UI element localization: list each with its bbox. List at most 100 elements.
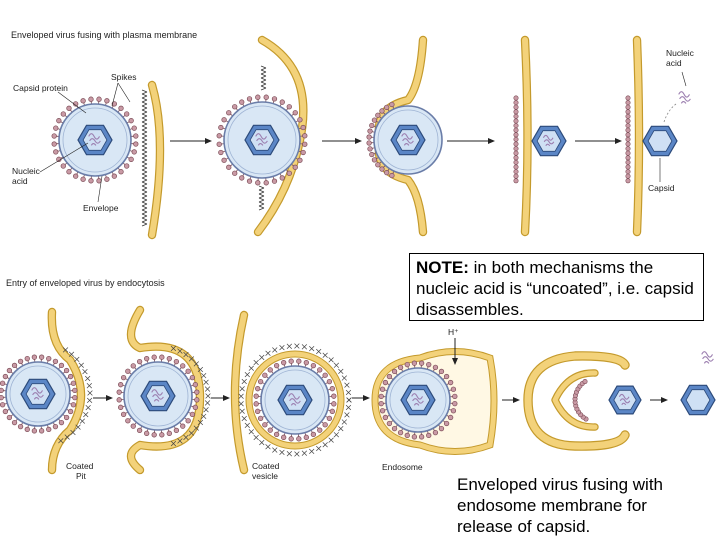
top-virus-3-spike-head bbox=[367, 146, 373, 152]
top-virus-1-spike-head bbox=[111, 173, 117, 179]
bottom-coat-3-clathrin bbox=[341, 419, 347, 425]
bottom-virus-1-spike-head bbox=[38, 354, 45, 360]
top-membrane-1-receptors-tick bbox=[141, 109, 148, 115]
bottom-virus-2-spike-head bbox=[159, 432, 165, 438]
top-membrane-5 bbox=[632, 35, 644, 237]
bottom-virus-2-spike-head bbox=[125, 368, 131, 374]
pointer-envelope bbox=[97, 175, 103, 203]
bottom-virus-1-spike-head bbox=[67, 373, 74, 380]
label-released-nucleic-line1: Nucleic bbox=[666, 48, 694, 58]
spike-head bbox=[513, 150, 519, 156]
spike-head bbox=[625, 109, 631, 115]
top-virus-3-spike-head bbox=[375, 112, 381, 118]
top-virus-3-spike-head bbox=[379, 166, 385, 172]
spike-head bbox=[513, 169, 519, 175]
bottom-virus-1 bbox=[0, 354, 78, 434]
bottom-released-nucleic-acid bbox=[701, 351, 714, 364]
spike-head bbox=[625, 100, 631, 106]
top-membrane-4-body bbox=[522, 37, 531, 235]
spike-head bbox=[513, 173, 519, 179]
spike-head bbox=[625, 123, 631, 129]
top-membrane-1-receptors-tick bbox=[141, 145, 148, 151]
top-capsid-5-hex-inner bbox=[647, 130, 673, 152]
bottom-coat-3-clathrin bbox=[272, 347, 278, 353]
bottom-virus-1-spike-head bbox=[58, 419, 65, 426]
top-membrane-1-receptors-tick bbox=[141, 137, 148, 143]
bottom-coat-3-clathrin bbox=[316, 348, 322, 355]
top-virus-3-spike-head bbox=[366, 134, 372, 140]
top-virus-2-spike-head bbox=[279, 99, 285, 105]
bottom-virus-2-spike-head bbox=[189, 411, 196, 418]
bottom-virus-3-spike-head bbox=[267, 427, 273, 433]
top-released-nucleic-acid bbox=[678, 91, 691, 104]
bottom-membrane-1-body bbox=[48, 309, 84, 473]
bottom-coat-3-clathrin bbox=[265, 444, 271, 450]
bottom-coat-3-clathrin bbox=[338, 425, 344, 432]
bottom-virus-3-spike-head bbox=[329, 408, 335, 414]
bottom-arrow-2-head bbox=[223, 395, 230, 401]
bottom-coat-3-clathrin bbox=[279, 449, 285, 456]
top-membrane-1-receptors-tick bbox=[141, 197, 148, 203]
bottom-virus-3-spike-head bbox=[326, 415, 333, 422]
bottom-coat-3-clathrin bbox=[344, 412, 350, 418]
bottom-virus-3-spike-head bbox=[296, 436, 302, 442]
bottom-virus-3-spike-head bbox=[257, 415, 264, 422]
top-virus-1-spike-head bbox=[51, 133, 57, 139]
bottom-capsid-6-hex bbox=[680, 384, 716, 416]
bottom-virus-1-spike-head bbox=[11, 419, 18, 426]
bottom-virus-1-spike-head bbox=[70, 402, 77, 408]
top-virus-2-spike-head bbox=[255, 180, 261, 186]
spike-head bbox=[625, 173, 631, 179]
bottom-coat-3-clathrin bbox=[272, 447, 278, 453]
top-virus-3-spike-head bbox=[379, 108, 385, 114]
top-membrane-1-receptors-tick bbox=[141, 169, 148, 175]
bottom-coat-3-clathrin bbox=[338, 368, 344, 375]
top-membrane-1-receptors-tick bbox=[141, 173, 148, 179]
spike-head bbox=[625, 155, 631, 161]
bottom-coat-3-clathrin bbox=[309, 345, 315, 352]
top-virus-1-spike-head bbox=[104, 98, 110, 104]
bottom-virus-4-spike-head bbox=[450, 386, 457, 392]
bottom-virus-2-spike-head bbox=[194, 389, 200, 395]
bottom-virus-2-spike-head bbox=[159, 354, 165, 360]
spike-head bbox=[513, 164, 519, 170]
bottom-virus-4-spike-head bbox=[404, 432, 410, 439]
label-released-nucleic-line2: acid bbox=[666, 58, 682, 68]
top-virus-3-spike-head bbox=[369, 151, 375, 158]
top-membrane-2-receptors-upper-tick bbox=[260, 77, 267, 83]
bottom-virus-4-spike-head bbox=[450, 408, 457, 414]
bottom-coat-3-clathrin bbox=[238, 393, 244, 399]
bottom-coat-2 bbox=[170, 345, 211, 447]
bottom-stage-5-spikes bbox=[572, 379, 589, 422]
top-membrane-1-receptors-tick bbox=[141, 101, 148, 107]
top-membrane-1-receptors-tick bbox=[141, 213, 148, 219]
bottom-coat-2-clathrin bbox=[193, 361, 199, 367]
top-membrane-2-receptors-lower-tick bbox=[258, 201, 265, 207]
top-membrane-2-receptors-upper-tick bbox=[260, 85, 267, 91]
top-arrow-1 bbox=[170, 138, 212, 144]
top-virus-2-spike-head bbox=[226, 164, 232, 170]
section-title-fusion: Enveloped virus fusing with plasma membr… bbox=[11, 30, 198, 40]
bottom-virus-3-spike-head bbox=[288, 436, 294, 442]
bottom-virus-2-spike-head bbox=[144, 356, 150, 362]
bottom-virus-3-spike-head bbox=[288, 358, 294, 364]
top-virus-2-spike-head bbox=[246, 96, 253, 102]
bottom-virus-4-spike-head bbox=[411, 434, 418, 440]
bottom-virus-2-spike-head bbox=[180, 363, 186, 369]
bottom-coat-2-clathrin bbox=[197, 366, 204, 373]
label-coated-pit: Coated Pit bbox=[66, 461, 93, 481]
spike-head bbox=[625, 141, 631, 147]
bottom-virus-4 bbox=[378, 360, 458, 440]
top-membrane-1-receptors-tick bbox=[141, 153, 148, 159]
bottom-coat-2-clathrin bbox=[183, 434, 189, 441]
top-membrane-1-receptors-tick bbox=[141, 157, 148, 163]
bottom-coat-2-clathrin bbox=[170, 345, 177, 352]
spike-head bbox=[625, 136, 631, 142]
spike-head bbox=[513, 132, 519, 138]
top-membrane-1-receptors-tick bbox=[141, 209, 148, 215]
bottom-coat-3-clathrin bbox=[244, 422, 250, 428]
top-membrane-1-receptors-tick bbox=[141, 189, 148, 195]
top-virus-1-spike-head bbox=[88, 96, 94, 102]
label-capsid: Capsid bbox=[648, 183, 675, 193]
bottom-virus-3-envelope-inner bbox=[264, 369, 326, 431]
